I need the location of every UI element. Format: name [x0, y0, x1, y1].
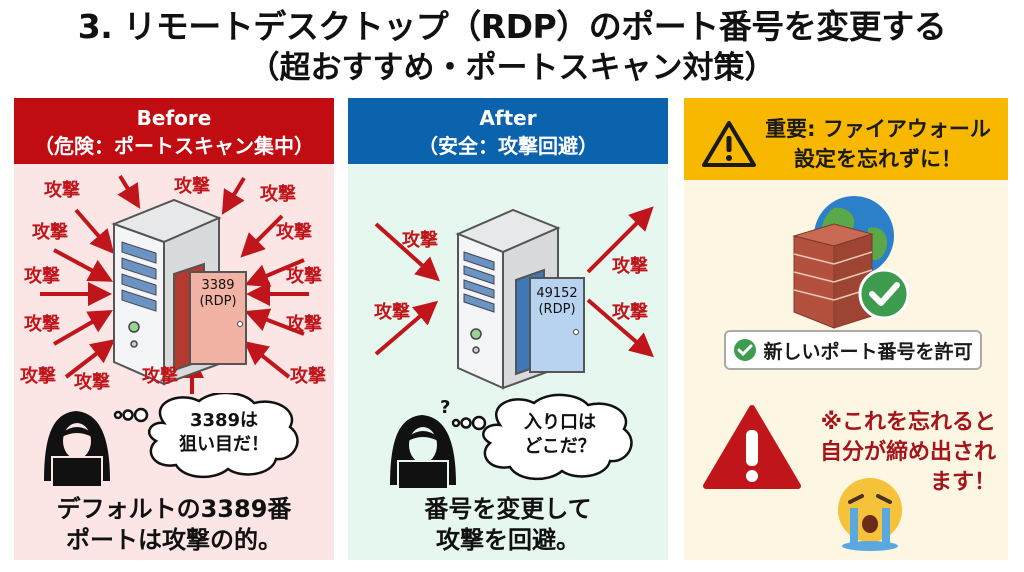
- thought-line: 3389は: [189, 410, 259, 431]
- warning-line: ます！: [929, 470, 996, 495]
- after-header: After （安全：攻撃回避）: [348, 98, 668, 164]
- attack-label: 攻撃: [24, 266, 60, 287]
- attack-arrow: [221, 176, 246, 215]
- attack-arrow: [374, 300, 439, 356]
- attack-label: 攻撃: [142, 366, 178, 387]
- attack-arrow: [244, 308, 305, 336]
- title-line-1: 3. リモートデスクトップ（RDP）のポート番号を変更する: [77, 7, 947, 46]
- firewall-header: 重要: ファイアウォール 設定を忘れずに！: [684, 98, 1008, 180]
- attack-label: 攻撃: [44, 180, 80, 201]
- port-protocol: (RDP): [199, 294, 237, 309]
- attack-label: 攻撃: [20, 366, 56, 387]
- thought-line: どこだ？: [524, 436, 596, 457]
- allow-port-text: 新しいポート番号を許可: [763, 340, 973, 363]
- attack-label: 攻撃: [32, 222, 68, 243]
- hacker-icon: [390, 415, 456, 490]
- attack-arrow: [64, 339, 116, 379]
- port-number: 3389: [201, 278, 235, 293]
- attack-label: 攻撃: [286, 266, 322, 287]
- after-caption: 番号を変更して 攻撃を回避。: [348, 494, 668, 556]
- attack-label: 攻撃: [374, 302, 410, 323]
- question-mark-icon: ?: [440, 397, 450, 418]
- firewall-heading-line: 重要: ファイアウォール: [765, 117, 991, 141]
- attack-arrow: [244, 258, 305, 287]
- allow-port-badge: 新しいポート番号を許可: [724, 330, 982, 370]
- attack-label: 攻撃: [612, 302, 648, 323]
- after-heading: After: [479, 106, 537, 130]
- attack-label: 攻撃: [174, 176, 210, 197]
- attack-arrow: [243, 341, 291, 379]
- before-panel: Before （危険：ポートスキャン集中）: [14, 98, 334, 560]
- page-title: 3. リモートデスクトップ（RDP）のポート番号を変更する （超おすすめ・ポート…: [0, 6, 1024, 88]
- danger-icon: [703, 405, 801, 489]
- thought-line: 入り口は: [524, 412, 596, 433]
- before-heading: Before: [136, 106, 212, 130]
- after-port-label: 49152 (RDP): [528, 286, 586, 318]
- before-header: Before （危険：ポートスキャン集中）: [14, 98, 334, 164]
- attack-arrow: [586, 298, 655, 358]
- closed-port-door-icon: [515, 268, 585, 376]
- before-caption: デフォルトの3389番 ポートは攻撃の的。: [14, 494, 334, 556]
- attack-label: 攻撃: [24, 314, 60, 335]
- before-thought-text: 3389は 狙い目だ！: [164, 409, 284, 457]
- caption-line: デフォルトの3389番: [56, 495, 292, 523]
- port-protocol: (RDP): [538, 302, 576, 317]
- attack-arrow: [586, 206, 654, 274]
- caption-line: ポートは攻撃の的。: [66, 526, 282, 554]
- after-panel: After （安全：攻撃回避）: [348, 98, 668, 560]
- firewall-panel: 重要: ファイアウォール 設定を忘れずに！: [684, 98, 1008, 560]
- open-port-door-icon: [173, 262, 247, 372]
- port-number: 49152: [536, 286, 578, 301]
- warning-line: 自分が締め出され: [819, 440, 996, 465]
- before-subheading: （危険：ポートスキャン集中）: [34, 134, 314, 158]
- attack-arrow: [74, 208, 115, 255]
- after-thought-text: 入り口は どこだ？: [498, 411, 622, 459]
- after-illustration: 49152 (RDP) 攻撃 攻撃 攻撃 攻撃: [348, 164, 668, 394]
- attack-label: 攻撃: [74, 372, 110, 393]
- attack-arrows: [40, 174, 309, 394]
- server-icon: [111, 198, 222, 386]
- brick-wall-icon: [792, 223, 874, 329]
- attack-label: 攻撃: [612, 256, 648, 277]
- attack-arrow: [117, 174, 141, 209]
- thought-line: 狙い目だ！: [179, 434, 269, 455]
- check-circle-icon: [858, 268, 910, 320]
- attack-arrow: [53, 248, 114, 282]
- attack-label: 攻撃: [286, 314, 322, 335]
- after-subheading: （安全：攻撃回避）: [418, 134, 598, 158]
- firewall-heading-line: 設定を忘れずに！: [794, 147, 962, 171]
- before-illustration: 3389 (RDP) 攻撃 攻撃 攻撃 攻撃 攻撃 攻撃 攻撃 攻撃 攻撃 攻撃…: [14, 164, 334, 394]
- hacker-icon: [44, 411, 110, 488]
- warning-line: ※これを忘れると: [820, 410, 996, 435]
- thought-bubble: [113, 393, 299, 479]
- warning-icon: [702, 121, 757, 167]
- crying-face-icon: [838, 478, 902, 551]
- caption-line: 攻撃を回避。: [436, 526, 580, 554]
- thought-bubble: [451, 393, 633, 481]
- check-icon: [734, 339, 757, 361]
- attack-label: 攻撃: [276, 222, 312, 243]
- caption-line: 番号を変更して: [424, 495, 592, 523]
- title-line-2: （超おすすめ・ポートスキャン対策）: [248, 50, 776, 86]
- attack-arrow: [240, 214, 284, 258]
- before-port-label: 3389 (RDP): [190, 278, 246, 310]
- attack-arrow: [53, 310, 113, 346]
- after-hacker-area: ? 入り口は どこだ？: [348, 393, 668, 493]
- before-hacker-area: 3389は 狙い目だ！: [14, 393, 334, 493]
- lockout-warning: ※これを忘れると 自分が締め出され ます！: [791, 408, 996, 498]
- attack-label: 攻撃: [402, 230, 438, 251]
- attack-label: 攻撃: [290, 366, 326, 387]
- attack-arrow: [374, 222, 440, 282]
- attack-label: 攻撃: [260, 184, 296, 205]
